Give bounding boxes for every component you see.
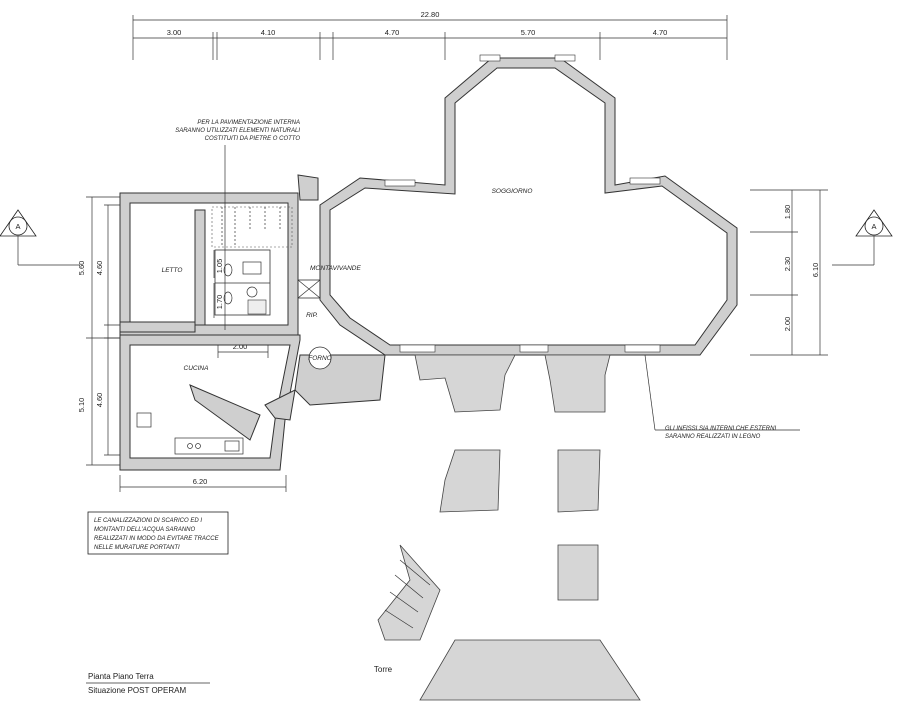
room-label-forno: FORNO (308, 355, 331, 362)
bottom-dimension (119, 250, 287, 492)
leader-lines (224, 145, 800, 431)
note-infissi-line: SARANNO REALIZZATI IN LEGNO (665, 434, 761, 440)
room-label-soggiorno: SOGGIORNO (492, 188, 533, 195)
note-infissi: GLI INFISSI SIA INTERNI CHE ESTERNI SARA… (665, 426, 776, 440)
top-dimensions (132, 15, 728, 60)
title-block: Pianta Piano Terra Situazione POST OPERA… (86, 672, 210, 695)
dim-top-2: 4.10 (261, 28, 276, 37)
dim-top-3: 4.70 (385, 28, 400, 37)
dim-right-1: 1.80 (783, 205, 792, 220)
right-dimensions (750, 189, 828, 356)
stair (211, 206, 293, 248)
dim-right-3: 2.00 (783, 317, 792, 332)
note-pavimentazione-line: SARANNO UTILIZZATI ELEMENTI NATURALI (175, 128, 300, 134)
ruins (377, 354, 641, 701)
room-label-rip: RIP. (306, 312, 318, 319)
room-label-cucina: CUCINA (184, 365, 209, 372)
dim-left-outer-1: 5.60 (77, 261, 86, 276)
section-label-left: A (15, 222, 20, 231)
dim-total-width: 22.80 (421, 10, 440, 19)
dim-right-2: 2.30 (783, 257, 792, 272)
room-label-letto: LETTO (162, 267, 183, 274)
dim-left-inner-2: 4.60 (95, 393, 104, 408)
dim-bath-height-1: 1.05 (215, 259, 224, 274)
section-marker-right (832, 209, 893, 266)
dim-top-5: 4.70 (653, 28, 668, 37)
dim-bath-width: 2.00 (233, 342, 248, 351)
west-wing-walls (119, 192, 301, 471)
note-pavimentazione: PER LA PAVIMENTAZIONE INTERNA SARANNO UT… (175, 120, 300, 142)
soggiorno-walls (319, 54, 738, 356)
dim-left-outer-2: 5.10 (77, 398, 86, 413)
section-marker-left (0, 209, 80, 266)
note-infissi-line: GLI INFISSI SIA INTERNI CHE ESTERNI (665, 426, 776, 432)
bathroom-block (214, 249, 271, 316)
dim-top-1: 3.00 (167, 28, 182, 37)
note-canalizzazioni-line: NELLE MURATURE PORTANTI (94, 545, 180, 551)
room-label-torre: Torre (374, 665, 393, 674)
title-line-1: Pianta Piano Terra (88, 672, 154, 681)
dim-right-total: 6.10 (811, 263, 820, 278)
dim-top-4: 5.70 (521, 28, 536, 37)
note-canalizzazioni-line: REALIZZATI IN MODO DA EVITARE TRACCE (94, 536, 220, 542)
dim-bath-height-2: 1.70 (215, 295, 224, 310)
note-pavimentazione-line: COSTITUITI DA PIETRE O COTTO (205, 136, 301, 142)
dim-bottom-width: 6.20 (193, 477, 208, 486)
note-pavimentazione-line: PER LA PAVIMENTAZIONE INTERNA (197, 120, 300, 126)
title-line-2: Situazione POST OPERAM (88, 686, 186, 695)
note-canalizzazioni-line: LE CANALIZZAZIONI DI SCARICO ED I (94, 518, 202, 524)
section-label-right: A (871, 222, 876, 231)
service-area (264, 174, 386, 421)
left-dimensions (86, 196, 125, 466)
room-label-montavivande: MONTAVIVANDE (310, 265, 361, 272)
note-canalizzazioni-line: MONTANTI DELL'ACQUA SARANNO (94, 527, 195, 533)
dim-left-inner-1: 4.60 (95, 261, 104, 276)
note-canalizzazioni: LE CANALIZZAZIONI DI SCARICO ED I MONTAN… (87, 511, 229, 555)
